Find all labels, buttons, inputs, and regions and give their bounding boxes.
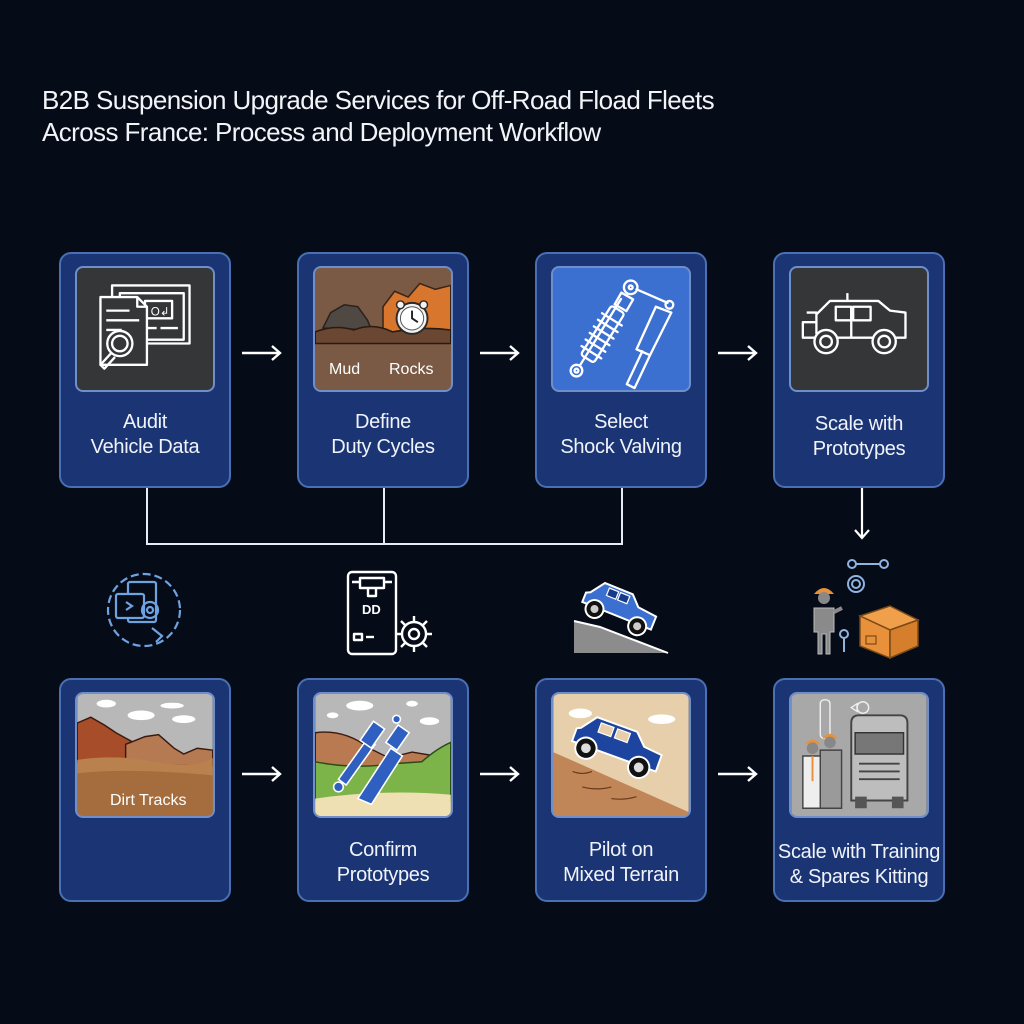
arrow-right-icon (242, 345, 282, 361)
label-line-2: Prototypes (812, 438, 906, 460)
label-line-2: Mixed Terrain (563, 864, 679, 886)
technician-spares-box-icon (813, 559, 920, 660)
arrow-right-icon (242, 766, 282, 782)
document-search-icon: O↲ (75, 266, 215, 392)
image-label-mud: Mud (329, 361, 361, 378)
step-card-scale-training-spares[interactable]: Scale with Training & Spares Kitting (773, 678, 945, 902)
connector-line (383, 488, 385, 544)
label-line-1: Define (354, 411, 411, 433)
step-card-select-shock-valving[interactable]: Select Shock Valving (535, 252, 707, 488)
step-label: Pilot on Mixed Terrain (537, 838, 705, 888)
label-line-1: Audit (122, 411, 168, 433)
step-label: Confirm Prototypes (299, 838, 467, 888)
label-line-1: Scale with (814, 413, 904, 435)
title-line-2: Across France: Process and Deployment Wo… (42, 117, 601, 147)
terrain-clock-icon: Mud Rocks (313, 266, 453, 392)
shock-absorber-icon (551, 266, 691, 392)
3d-printer-gear-icon: DD (340, 568, 444, 656)
connector-line (146, 543, 623, 545)
label-line-1: Select (594, 411, 648, 433)
step-card-scale-with-prototypes[interactable]: Scale with Prototypes (773, 252, 945, 488)
dirt-tracks-landscape: Dirt Tracks (75, 692, 215, 818)
step-label: Select Shock Valving (537, 410, 705, 460)
page-title: B2B Suspension Upgrade Services for Off-… (42, 84, 715, 148)
image-label-rocks: Rocks (389, 361, 434, 378)
step-label: Define Duty Cycles (299, 410, 467, 460)
label-line-1: Confirm (349, 839, 417, 861)
label-line-2: Vehicle Data (90, 436, 200, 458)
label-line-1: Scale with Training (777, 841, 941, 863)
technicians-truck-scene (789, 692, 929, 818)
step-label: Audit Vehicle Data (61, 410, 229, 460)
prototype-shock-landscape (313, 692, 453, 818)
image-label-dirt-tracks: Dirt Tracks (110, 792, 187, 809)
step-card-confirm-prototypes[interactable]: Confirm Prototypes (297, 678, 469, 902)
label-line-2: & Spares Kitting (789, 866, 929, 888)
label-line-1: Pilot on (588, 839, 654, 861)
label-line-2: Duty Cycles (331, 436, 435, 458)
step-label: Scale with Prototypes (775, 412, 943, 462)
off-road-vehicle-icon (789, 266, 929, 392)
arrow-right-icon (480, 766, 520, 782)
title-line-1: B2B Suspension Upgrade Services for Off-… (42, 85, 715, 115)
arrow-down-icon (854, 488, 870, 540)
connector-line (146, 488, 148, 544)
svg-text:O↲: O↲ (151, 305, 170, 318)
vehicle-climbing-icon (573, 581, 669, 654)
step-card-audit-vehicle-data[interactable]: O↲ Audit Vehicle Data (59, 252, 231, 488)
arrow-right-icon (718, 345, 758, 361)
step-card-define-duty-cycles[interactable]: Mud Rocks Define Duty Cycles (297, 252, 469, 488)
data-sync-icon (106, 572, 182, 648)
connector-line (621, 488, 623, 544)
vehicle-hill-landscape (551, 692, 691, 818)
printer-text: DD (362, 602, 381, 617)
label-line-2: Prototypes (336, 864, 430, 886)
step-card-dirt-tracks[interactable]: Dirt Tracks (59, 678, 231, 902)
arrow-right-icon (480, 345, 520, 361)
step-label: Scale with Training & Spares Kitting (769, 840, 949, 890)
label-line-2: Shock Valving (560, 436, 682, 458)
step-card-pilot-mixed-terrain[interactable]: Pilot on Mixed Terrain (535, 678, 707, 902)
arrow-right-icon (718, 766, 758, 782)
